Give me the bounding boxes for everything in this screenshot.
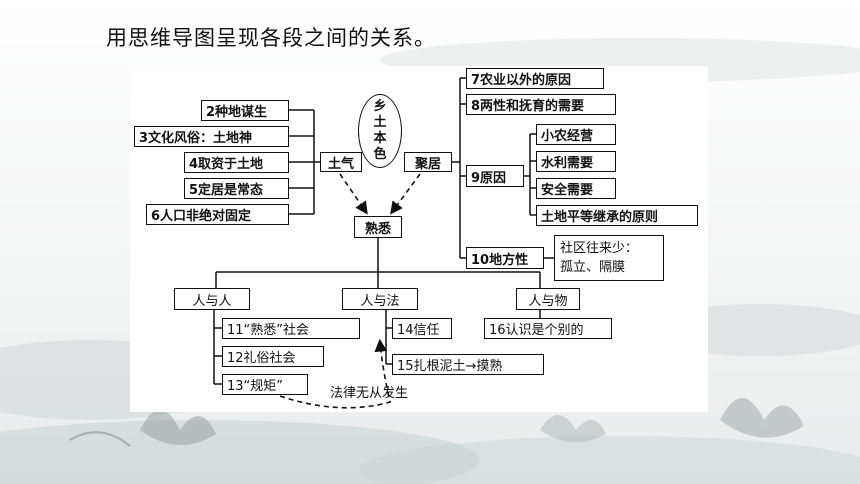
person-thing-item: 16认识是个别的 <box>484 318 612 339</box>
right-item: 7农业以外的原因 <box>466 68 604 89</box>
reason-item: 安全需要 <box>536 178 616 199</box>
left-item: 5定居是常态 <box>184 178 289 199</box>
person-law-item: 14信任 <box>392 318 452 339</box>
left-item: 4取资于土地 <box>184 152 289 173</box>
reason-item: 水利需要 <box>536 151 616 172</box>
relation-person-person: 人与人 <box>174 288 250 310</box>
reasons-hub: 9原因 <box>466 165 524 187</box>
law-note: 法律无从发生 <box>330 386 409 401</box>
relation-person-thing: 人与物 <box>516 288 580 310</box>
slide-title: 用思维导图呈现各段之间的关系。 <box>106 26 436 50</box>
reason-item: 土地平等继承的原则 <box>536 205 698 226</box>
hub-juju: 聚居 <box>404 152 452 172</box>
locality-note-line: 孤立、隔膜 <box>560 260 626 275</box>
person-person-item: 12礼俗社会 <box>222 346 324 367</box>
right-item: 8两性和抚育的需要 <box>466 94 616 115</box>
center-char: 本 <box>373 131 387 146</box>
person-law-item: 15扎根泥土→摸熟 <box>392 354 544 375</box>
left-item: 2种地谋生 <box>201 100 289 121</box>
familiar-box: 熟悉 <box>354 216 402 238</box>
locality-note-box: 社区往来少： 孤立、隔膜 <box>554 235 664 281</box>
center-topic: 乡 土 本 色 <box>358 94 402 168</box>
relation-person-law: 人与法 <box>342 288 418 310</box>
lotus-right-icon <box>540 398 804 443</box>
hub-tuqi: 土气 <box>320 152 362 172</box>
center-char: 土 <box>373 115 387 130</box>
connector-lines <box>213 77 554 409</box>
person-person-item: 11“熟悉”社会 <box>222 318 360 339</box>
reason-item: 小农经营 <box>536 124 616 145</box>
left-item: 3文化风俗：土地神 <box>134 126 289 147</box>
center-char: 乡 <box>373 99 387 114</box>
left-item: 6人口非绝对固定 <box>146 204 289 225</box>
locality-note-line: 社区往来少： <box>560 241 639 256</box>
lotus-left-icon <box>69 410 216 447</box>
locality-box: 10地方性 <box>466 247 544 269</box>
center-char: 色 <box>373 147 387 162</box>
mind-map-panel: 乡 土 本 色 土气 聚居 2种地谋生 3文化风俗：土地神 4取资于土地 5定居… <box>130 66 708 412</box>
person-person-item: 13“规矩” <box>222 374 308 395</box>
